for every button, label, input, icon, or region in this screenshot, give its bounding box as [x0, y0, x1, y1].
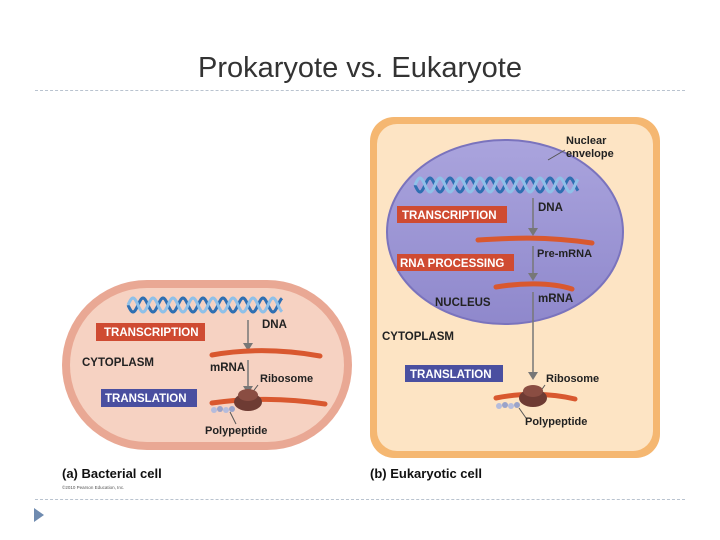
eukaryotic-ribosome-label: Ribosome [546, 373, 599, 385]
rna-processing-label: RNA PROCESSING [400, 258, 504, 270]
bacterial-polypeptide-label: Polypeptide [205, 425, 267, 437]
nucleus [386, 139, 624, 325]
eukaryotic-transcription-box [397, 206, 507, 223]
footer-divider [35, 499, 685, 500]
bacterial-cell: TRANSCRIPTION DNA CYTOPLASM mRNA Ribosom… [62, 280, 352, 450]
bacterial-mrna-strand [209, 348, 323, 359]
eukaryotic-caption: (b) Eukaryotic cell [370, 466, 482, 481]
eukaryotic-polypeptide-icon [496, 402, 520, 409]
bacterial-ribosome-icon [234, 389, 262, 411]
bacterial-cytoplasm-label: CYTOPLASM [82, 357, 154, 369]
eukaryotic-translation-label: TRANSLATION [410, 369, 492, 381]
nuclear-envelope-label-line1: Nuclear [566, 135, 607, 147]
eukaryotic-cytoplasm-label: CYTOPLASM [382, 331, 454, 343]
slide-title: Prokaryote vs. Eukaryote [198, 52, 522, 84]
title-divider [35, 90, 685, 91]
bacterial-polypeptide-icon [211, 406, 235, 413]
nucleus-label: NUCLEUS [435, 297, 491, 309]
eukaryotic-polypeptide-label: Polypeptide [525, 416, 587, 428]
eukaryotic-mrna-label: mRNA [538, 293, 573, 305]
eukaryotic-translation-box [405, 365, 503, 382]
eukaryotic-transcription-label: TRANSCRIPTION [402, 210, 497, 222]
bacterial-mrna-label: mRNA [210, 362, 245, 374]
bacterial-dna-label: DNA [262, 319, 287, 331]
bacterial-caption: (a) Bacterial cell [62, 466, 162, 481]
eukaryotic-cell: Nuclear envelope TRANSCRIPTION DNA Pre-m… [370, 117, 660, 458]
rna-processing-box [397, 254, 514, 271]
nuclear-envelope-label-line2: envelope [566, 148, 614, 160]
bacterial-translation-label: TRANSLATION [105, 393, 187, 405]
bacterial-ribosome-label: Ribosome [260, 373, 313, 385]
bacterial-mrna-translated [209, 396, 328, 407]
eukaryotic-dna-label: DNA [538, 202, 563, 214]
pre-mrna-strand [475, 235, 595, 246]
bacterial-transcription-box [96, 323, 205, 341]
pre-mrna-label: Pre-mRNA [537, 248, 592, 260]
copyright-notice: ©2010 Pearson Education, Inc. [62, 484, 124, 490]
eukaryotic-mrna-strand [493, 281, 575, 292]
bacterial-dna-helix-icon [126, 296, 284, 314]
eukaryotic-ribosome-icon [519, 385, 547, 407]
bacterial-translation-box [101, 389, 197, 407]
slide-bullet-icon [34, 508, 44, 522]
bacterial-transcription-label: TRANSCRIPTION [104, 327, 199, 339]
eukaryotic-dna-helix-icon [413, 176, 580, 194]
